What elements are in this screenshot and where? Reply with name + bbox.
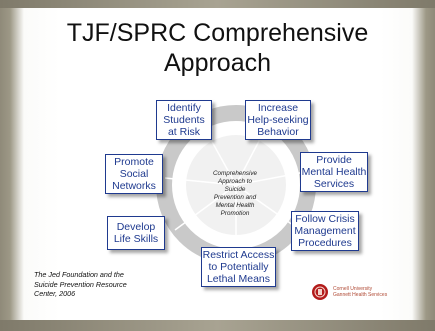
cornell-seal-icon (312, 284, 328, 300)
cornell-logo: Cornell University Gannett Health Servic… (311, 281, 396, 303)
life-skills-box: Develop Life Skills (107, 216, 165, 250)
source-credit: The Jed Foundation and the Suicide Preve… (34, 270, 127, 299)
bottom-band (0, 320, 435, 331)
help-seeking-box: Increase Help-seeking Behavior (245, 100, 311, 140)
logo-text: Cornell University Gannett Health Servic… (333, 286, 388, 298)
restrict-access-box: Restrict Access to Potentially Lethal Me… (201, 247, 276, 287)
center-label: Comprehensive Approach to Suicide Preven… (212, 170, 258, 217)
identify-students-box: Identify Students at Risk (156, 100, 212, 140)
slide-title: TJF/SPRC Comprehensive Approach (66, 19, 369, 77)
mental-health-services-box: Provide Mental Health Services (300, 152, 368, 192)
social-networks-box: Promote Social Networks (105, 154, 163, 194)
crisis-management-box: Follow Crisis Management Procedures (291, 211, 359, 251)
top-band (0, 0, 435, 8)
